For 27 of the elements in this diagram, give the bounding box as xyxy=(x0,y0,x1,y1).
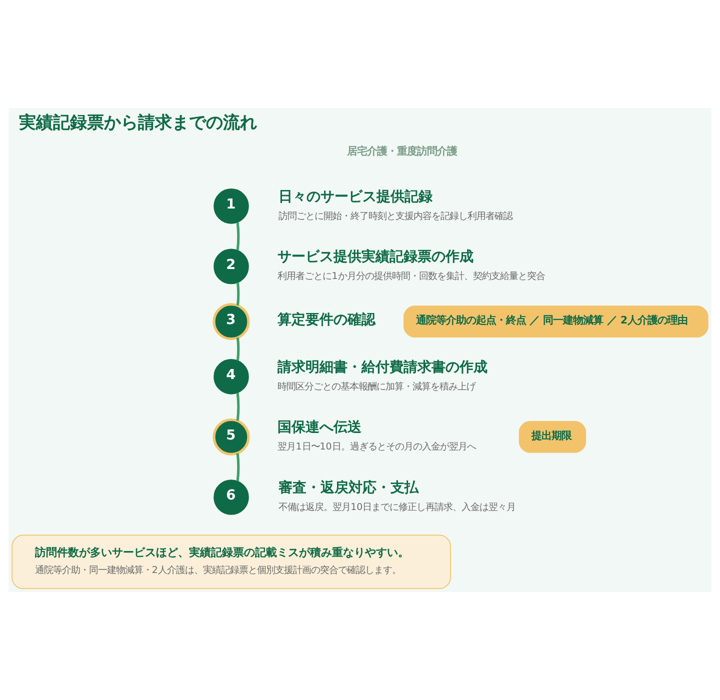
connector xyxy=(236,282,240,306)
node-circle: 2 xyxy=(214,248,249,284)
node-label: 訪問ごとに開始・終了時刻と支援内容を記録し利用者確認 xyxy=(278,210,513,222)
node-label: 翌月1日〜10日。過ぎるとその月の入金が翌月へ xyxy=(278,442,476,453)
node-circle: 3 xyxy=(212,303,250,340)
label: 居宅介護・重度訪問介護 xyxy=(347,146,458,158)
node-circle: 6 xyxy=(214,480,249,515)
node-label: サービス提供実績記録票の作成 xyxy=(278,249,474,266)
node-circle: 5 xyxy=(212,418,250,456)
node-label: 算定要件の確認 xyxy=(278,312,376,328)
diagram-title: 実績記録票から請求までの流れ xyxy=(18,112,257,133)
connector xyxy=(236,222,240,250)
connector xyxy=(236,453,240,482)
node-circle: 1 xyxy=(214,188,249,224)
node-label: 審査・返戻対応・支払 xyxy=(278,480,419,496)
node-box: 提出期限 xyxy=(518,421,586,453)
node-label: 不備は返戻。翌月10日までに修正し再請求、入金は翌々月 xyxy=(278,502,516,514)
node-box: 訪問件数が多いサービスほど、実績記録票の記載ミスが積み重なりやすい。 通院等介助・同一建物減算・2人介護は、実績記録票と個別支援計画の突合で確認します。 xyxy=(12,534,451,589)
node-box: 通院等介助の起点・終点 ／ 同一建物減算 ／ 2人介護の理由 xyxy=(404,306,708,338)
node-label: 国保連へ伝送 xyxy=(278,420,362,436)
node-label: 日々のサービス提供記録 xyxy=(278,188,433,205)
connector xyxy=(236,392,240,421)
node-label: 利用者ごとに1か月分の提供時間・回数を集計、契約支給量と突合 xyxy=(278,271,545,282)
node-label: 請求明細書・給付費請求書の作成 xyxy=(278,359,488,376)
node-circle: 4 xyxy=(214,359,249,394)
node-label: 時間区分ごとの基本報酬に加算・減算を積み上げ xyxy=(278,381,476,392)
connector xyxy=(236,337,240,361)
